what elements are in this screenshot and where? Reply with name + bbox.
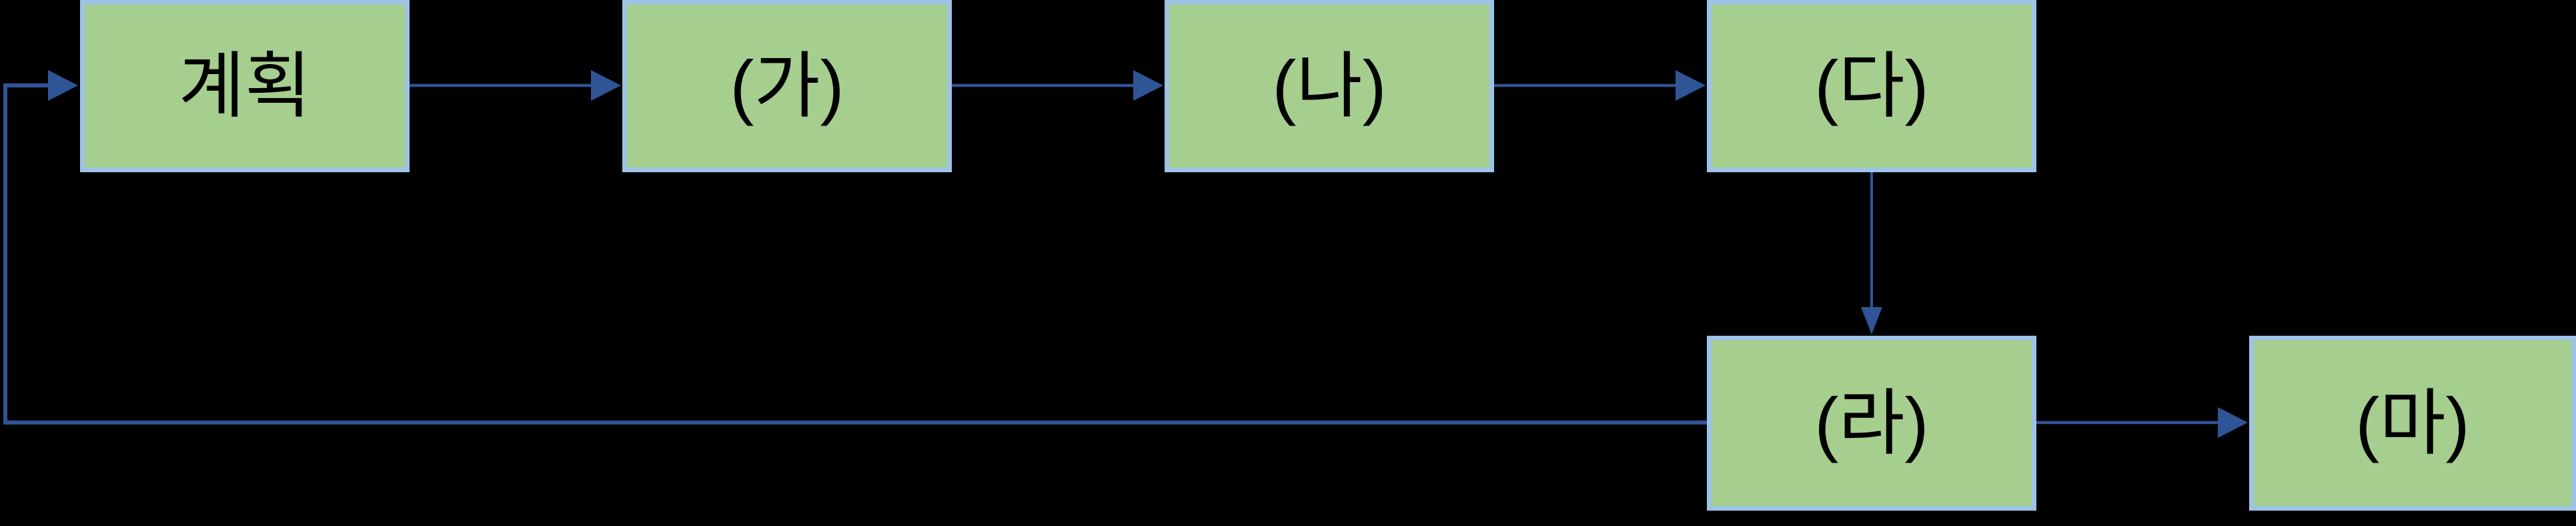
node-ma: (마) (2249, 336, 2576, 511)
edge-plan-to-ga (410, 70, 621, 101)
node-plan-label: 계획 (178, 45, 311, 126)
edge-ga-to-na (952, 70, 1163, 101)
edge-ra-to-ma (2036, 407, 2248, 438)
node-na-label: (나) (1272, 45, 1387, 126)
node-na: (나) (1165, 0, 1494, 172)
edge-ra-to-plan-feedback (3, 70, 1707, 425)
node-plan: 계획 (80, 0, 410, 172)
node-ga-label: (가) (730, 45, 844, 126)
node-da-label: (다) (1814, 45, 1929, 126)
node-ra-label: (라) (1814, 382, 1929, 463)
node-ra: (라) (1707, 336, 2036, 511)
node-da: (다) (1707, 0, 2036, 172)
node-ma-label: (마) (2355, 382, 2470, 463)
node-ga: (가) (622, 0, 952, 172)
edge-da-to-ra (1861, 172, 1882, 334)
edge-na-to-da (1494, 70, 1706, 101)
